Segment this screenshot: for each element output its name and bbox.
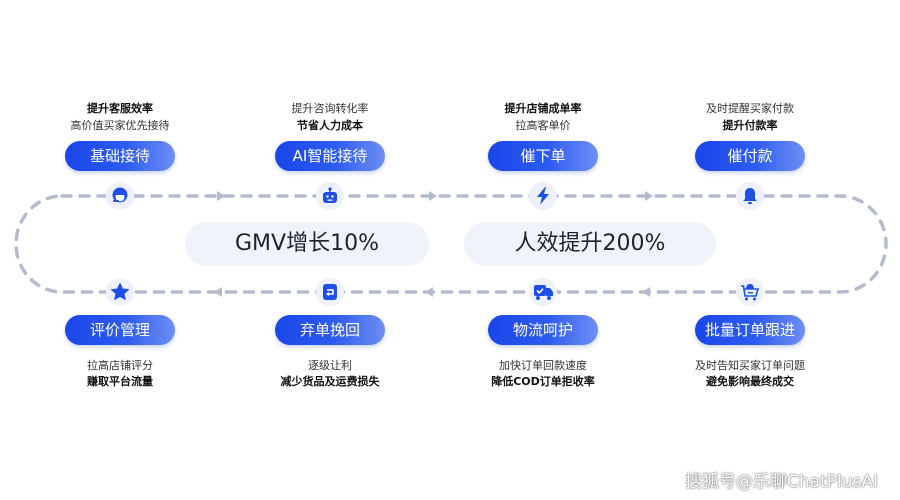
caption-line-1: 逐级让利 — [308, 359, 352, 372]
review-management-button[interactable]: 评价管理 — [65, 315, 175, 345]
caption-line-2: 拉高客单价 — [515, 119, 571, 132]
logistics-care-button[interactable]: 物流呵护 — [488, 315, 598, 345]
return-icon — [316, 278, 344, 306]
caption-line-1: 及时告知买家订单问题 — [695, 359, 805, 372]
caption-line-2: 赚取平台流量 — [87, 375, 153, 388]
caption-line-1: 提升咨询转化率 — [291, 102, 369, 115]
lightning-icon — [529, 182, 557, 210]
batch-order-follow-up-button[interactable]: 批量订单跟进 — [695, 315, 805, 345]
caption-line-1: 及时提醒买家付款 — [706, 102, 794, 115]
gmv-growth-metric: GMV增长10% — [185, 222, 429, 266]
watermark: 搜狐号@乐聊ChatPlusAI — [685, 472, 878, 492]
urge-order-button[interactable]: 催下单 — [488, 141, 598, 171]
headset-icon — [106, 182, 134, 210]
abandoned-order-recovery-button[interactable]: 弃单挽回 — [275, 315, 385, 345]
ai-reception-button[interactable]: AI智能接待 — [275, 141, 385, 171]
node-urge-order: 提升店铺成单率 拉高客单价 催下单 — [443, 100, 643, 210]
caption-line-2: 减少货品及运费损失 — [280, 375, 380, 388]
node-ai-reception: 提升咨询转化率 节省人力成本 AI智能接待 — [230, 100, 430, 210]
caption-line-2: 提升付款率 — [722, 119, 778, 132]
robot-icon — [316, 182, 344, 210]
caption-line-1: 提升客服效率 — [87, 102, 153, 115]
caption-line-1: 提升店铺成单率 — [504, 102, 582, 115]
caption-line-2: 降低COD订单拒收率 — [491, 375, 595, 388]
caption-line-1: 拉高店铺评分 — [87, 359, 153, 372]
caption-line-2: 节省人力成本 — [297, 119, 363, 132]
caption-line-1: 加快订单回款速度 — [499, 359, 587, 372]
shopping-cart-icon — [736, 278, 764, 306]
node-abandoned-order-recovery: 弃单挽回 逐级让利 减少货品及运费损失 — [230, 278, 430, 393]
node-basic-reception: 提升客服效率 高价值买家优先接待 基础接待 — [20, 100, 220, 210]
caption-line-2: 高价值买家优先接待 — [70, 119, 170, 132]
urge-payment-button[interactable]: 催付款 — [695, 141, 805, 171]
efficiency-growth-metric: 人效提升200% — [464, 222, 716, 266]
node-review-management: 评价管理 拉高店铺评分 赚取平台流量 — [20, 278, 220, 393]
delivery-truck-icon — [529, 278, 557, 306]
node-urge-payment: 及时提醒买家付款 提升付款率 催付款 — [650, 100, 850, 210]
arrow-left-icon — [214, 287, 650, 297]
node-batch-order-follow-up: 批量订单跟进 及时告知买家订单问题 避免影响最终成交 — [650, 278, 850, 393]
caption-line-2: 避免影响最终成交 — [706, 375, 794, 388]
star-icon — [106, 278, 134, 306]
node-logistics-care: 物流呵护 加快订单回款速度 降低COD订单拒收率 — [443, 278, 643, 393]
bell-icon — [736, 182, 764, 210]
basic-reception-button[interactable]: 基础接待 — [65, 141, 175, 171]
arrow-right-icon — [217, 191, 653, 201]
